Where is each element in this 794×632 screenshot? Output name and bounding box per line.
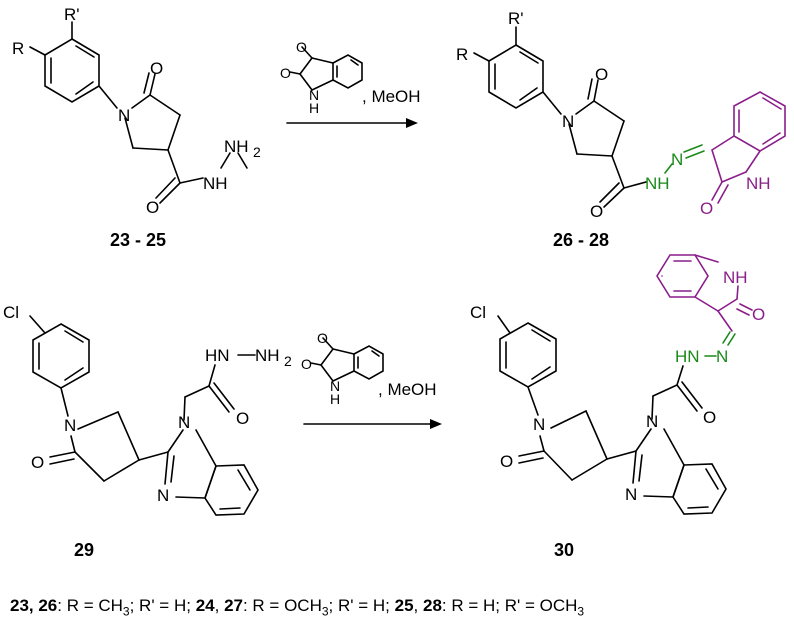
n-atom-label: N	[157, 486, 169, 505]
legend-compound-25: 25	[394, 596, 414, 615]
o-atom-label: O	[752, 305, 765, 324]
o-atom-label: O	[31, 453, 44, 472]
cl-atom-label: Cl	[470, 303, 486, 322]
h-atom-label: H	[330, 391, 340, 407]
o-atom-label: O	[500, 452, 513, 471]
hydrazone-linker	[704, 331, 736, 357]
o-atom-label: O	[146, 198, 159, 217]
n-atom-label: N	[64, 416, 76, 435]
hn-label: HN	[205, 346, 230, 365]
n-atom-label: N	[118, 106, 130, 125]
compound-label-29: 29	[74, 540, 94, 560]
cl-atom-label: Cl	[3, 303, 19, 322]
n-atom-label: N	[646, 412, 658, 431]
compound-29-structure	[29, 315, 259, 516]
n-atom-label: N	[562, 112, 574, 131]
n-atom-label: N	[533, 415, 545, 434]
nh2-label: NH	[255, 346, 280, 365]
n-atom-label: N	[330, 378, 340, 394]
o-atom-label: O	[595, 65, 608, 84]
legend-subscript: 3	[577, 604, 585, 619]
h-atom-label: H	[309, 100, 319, 116]
isatin-reagent-bottom	[310, 337, 384, 382]
nh-label: NH	[746, 174, 771, 193]
legend-text: : R = H; R' = OCH	[441, 596, 578, 615]
n-atom-label: N	[178, 413, 190, 432]
benzene-ring	[44, 38, 100, 103]
r-label: R	[12, 39, 24, 58]
n-atom-label: N	[716, 347, 728, 366]
reaction-scheme: R' R N O O NH NH 2 23 - 25 O O N H , MeO…	[3, 5, 786, 560]
nh-label: NH	[723, 268, 748, 287]
o-atom-label: O	[296, 39, 307, 55]
legend-text: ; R' = H;	[328, 596, 395, 615]
o-atom-label: O	[317, 330, 328, 346]
compound-label-30: 30	[554, 540, 574, 560]
nh-label: NH	[203, 174, 228, 193]
isatin-moiety-bottom	[656, 254, 753, 332]
legend-compounds-23-26: 23, 26	[10, 596, 58, 615]
r-prime-label: R'	[64, 5, 80, 24]
reagent-meoh-bottom: , MeOH	[378, 380, 437, 399]
compound-30-structure	[497, 315, 727, 515]
subscript-2: 2	[284, 353, 292, 369]
nh2-label: NH	[224, 137, 249, 156]
compound-label-23-25: 23 - 25	[110, 230, 166, 250]
legend-text: : R = CH	[57, 596, 123, 615]
o-atom-label: O	[280, 65, 291, 81]
o-atom-label: O	[236, 409, 249, 428]
o-atom-label: O	[301, 356, 312, 372]
arrowhead-icon	[430, 419, 442, 429]
legend-subscript: 3	[321, 604, 329, 619]
isatin-moiety-top	[711, 91, 786, 204]
r-label: R	[456, 45, 468, 64]
o-atom-label: O	[703, 408, 716, 427]
substituent-legend: 23, 26: R = CH3; R' = H; 24, 27: R = OCH…	[10, 596, 790, 618]
r-prime-label: R'	[508, 9, 524, 28]
n-atom-label: N	[309, 87, 319, 103]
n-atom-label: N	[671, 150, 683, 169]
compound-label-26-28: 26 - 28	[553, 230, 609, 250]
n-atom-label: N	[625, 485, 637, 504]
arrowhead-icon	[406, 118, 418, 128]
legend-text: : R = OCH	[242, 596, 322, 615]
isatin-reagent-top	[289, 46, 363, 91]
o-atom-label: O	[150, 59, 163, 78]
hn-label: HN	[675, 347, 700, 366]
subscript-2: 2	[253, 144, 261, 160]
legend-compound-28: 28	[423, 596, 442, 615]
legend-compound-24: 24	[195, 596, 215, 615]
reagent-meoh-top: , MeOH	[362, 87, 421, 106]
compound-23-25-structure	[29, 21, 248, 204]
compound-26-28-structure	[473, 26, 647, 208]
nh-label: NH	[645, 174, 670, 193]
legend-text: ; R' = H;	[129, 596, 196, 615]
legend-separator: ,	[214, 596, 225, 615]
legend-subscript: 3	[122, 604, 130, 619]
o-atom-label: O	[700, 199, 713, 218]
legend-compound-27: 27	[224, 596, 243, 615]
hydrazone-linker	[664, 144, 705, 174]
o-atom-label: O	[590, 202, 603, 221]
legend-separator: ,	[413, 596, 423, 615]
